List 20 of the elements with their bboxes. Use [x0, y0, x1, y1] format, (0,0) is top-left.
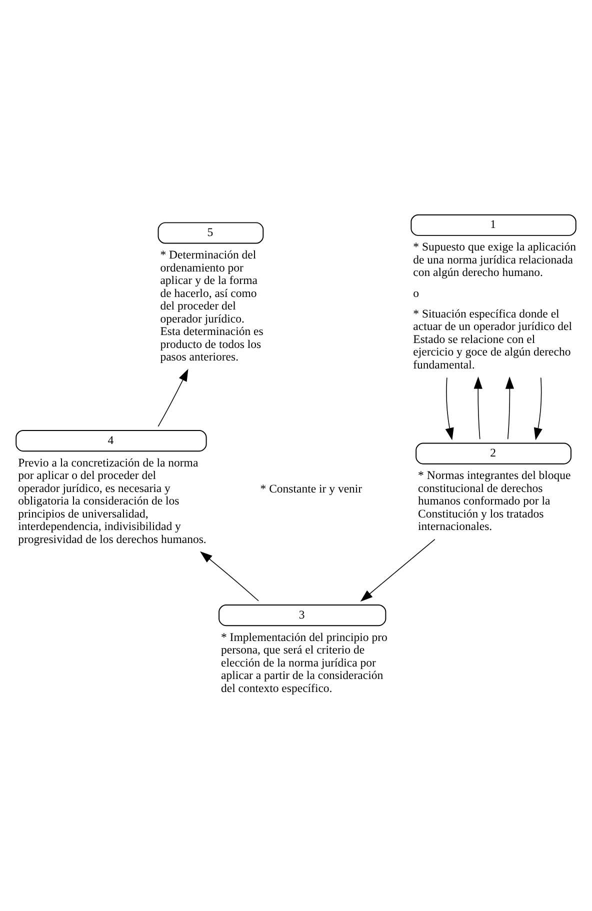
- node-label: * Implementación del principio pro persona, que será el criterio de elección de la norma jurídica por aplicar a partir de la consideración del contexto específico.: [221, 630, 388, 694]
- node-box: 1: [410, 214, 576, 236]
- arrow: [474, 376, 482, 439]
- node-box: 2: [416, 442, 572, 464]
- node-label: Previo a la concretización de la norma por aplicar o del proceder del operador jurídico, es necesaria y obligatoria la consideración de los principios de universalidad, interdependencia, indivisibilidad y progresividad de los derechos humanos.: [18, 456, 206, 546]
- node-label: o: [413, 286, 420, 300]
- node-box: 5: [158, 222, 264, 244]
- arrow: [534, 376, 542, 440]
- arrow: [505, 376, 514, 439]
- arrow: [445, 376, 454, 440]
- node-label: * Situación específica donde el actuar de un operador jurídico del Estado se relacione con el ejercicio y goce de algún derecho fundamental.: [413, 306, 572, 371]
- node-box: 3: [218, 604, 386, 626]
- arrow: [158, 368, 188, 426]
- arrow: [360, 538, 436, 602]
- node-label: * Determinación del ordenamiento por aplicar y de la forma de hacerlo, así como del proceder del operador jurídico. Esta determinación es producto de todos los pasos anteriores.: [160, 248, 264, 364]
- node-label: * Normas integrantes del bloque constitucional de derechos humanos conformado por la Constitución y los tratados internacionales.: [418, 468, 571, 533]
- node-box: 4: [16, 430, 207, 452]
- label: * Constante ir y venir: [260, 482, 362, 495]
- node-label: * Supuesto que exige la aplicación de una norma jurídica relacionada con algún derecho humano.: [413, 240, 576, 279]
- arrow: [200, 550, 259, 601]
